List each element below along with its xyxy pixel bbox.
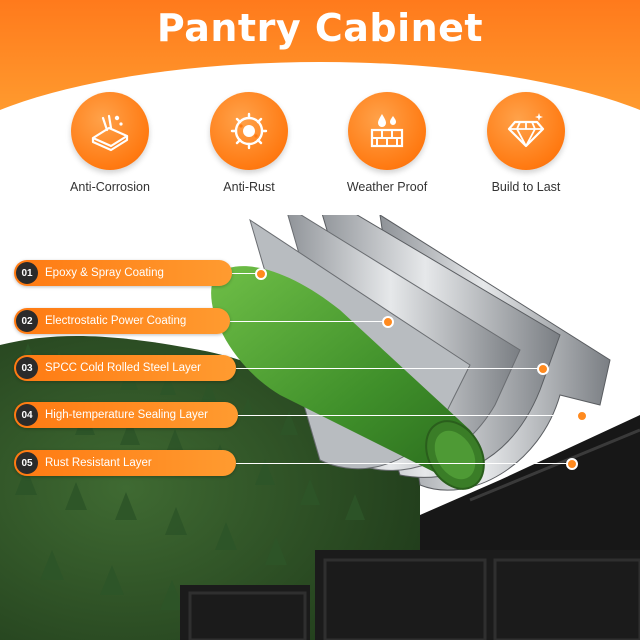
layer-tag-02: 02 Electrostatic Power Coating bbox=[14, 308, 230, 334]
product-scene bbox=[0, 215, 640, 640]
diamond-icon bbox=[487, 92, 565, 170]
layer-tag-01: 01 Epoxy & Spray Coating bbox=[14, 260, 232, 286]
layer-number-badge: 05 bbox=[16, 452, 38, 474]
layer-marker-dot bbox=[537, 363, 549, 375]
leader-line bbox=[230, 321, 388, 322]
layer-tag-03: 03 SPCC Cold Rolled Steel Layer bbox=[14, 355, 236, 381]
feature-anti-rust: Anti-Rust bbox=[189, 92, 309, 194]
page-title: Pantry Cabinet bbox=[156, 6, 484, 50]
layer-label: Epoxy & Spray Coating bbox=[45, 267, 164, 279]
feature-label: Anti-Rust bbox=[223, 180, 275, 194]
layer-tag-05: 05 Rust Resistant Layer bbox=[14, 450, 236, 476]
layer-number-badge: 04 bbox=[16, 404, 38, 426]
layer-label: High-temperature Sealing Layer bbox=[45, 409, 209, 421]
layer-marker-dot bbox=[566, 458, 578, 470]
feature-anti-corrosion: Anti-Corrosion bbox=[50, 92, 170, 194]
anti-rust-icon bbox=[210, 92, 288, 170]
coating-roll bbox=[211, 266, 485, 490]
leader-line bbox=[236, 463, 571, 464]
feature-label: Build to Last bbox=[491, 180, 561, 194]
leader-line bbox=[238, 415, 582, 416]
feature-build-to-last: Build to Last bbox=[466, 92, 586, 194]
feature-weather-proof: Weather Proof bbox=[327, 92, 447, 194]
layer-label: Electrostatic Power Coating bbox=[45, 315, 187, 327]
layer-tag-04: 04 High-temperature Sealing Layer bbox=[14, 402, 238, 428]
layer-marker-dot bbox=[576, 410, 588, 422]
layer-number-badge: 02 bbox=[16, 310, 38, 332]
weather-proof-icon bbox=[348, 92, 426, 170]
feature-label: Anti-Corrosion bbox=[70, 180, 150, 194]
layer-label: Rust Resistant Layer bbox=[45, 457, 152, 469]
feature-row: Anti-Corrosion Anti-Rust bbox=[0, 92, 640, 202]
layer-marker-dot bbox=[255, 268, 267, 280]
feature-label: Weather Proof bbox=[346, 180, 428, 194]
layer-label: SPCC Cold Rolled Steel Layer bbox=[45, 362, 201, 374]
layer-marker-dot bbox=[382, 316, 394, 328]
leader-line bbox=[232, 273, 260, 274]
anti-corrosion-icon bbox=[71, 92, 149, 170]
leader-line bbox=[236, 368, 542, 369]
cabinet-body bbox=[180, 415, 640, 640]
layer-number-badge: 03 bbox=[16, 357, 38, 379]
layer-number-badge: 01 bbox=[16, 262, 38, 284]
